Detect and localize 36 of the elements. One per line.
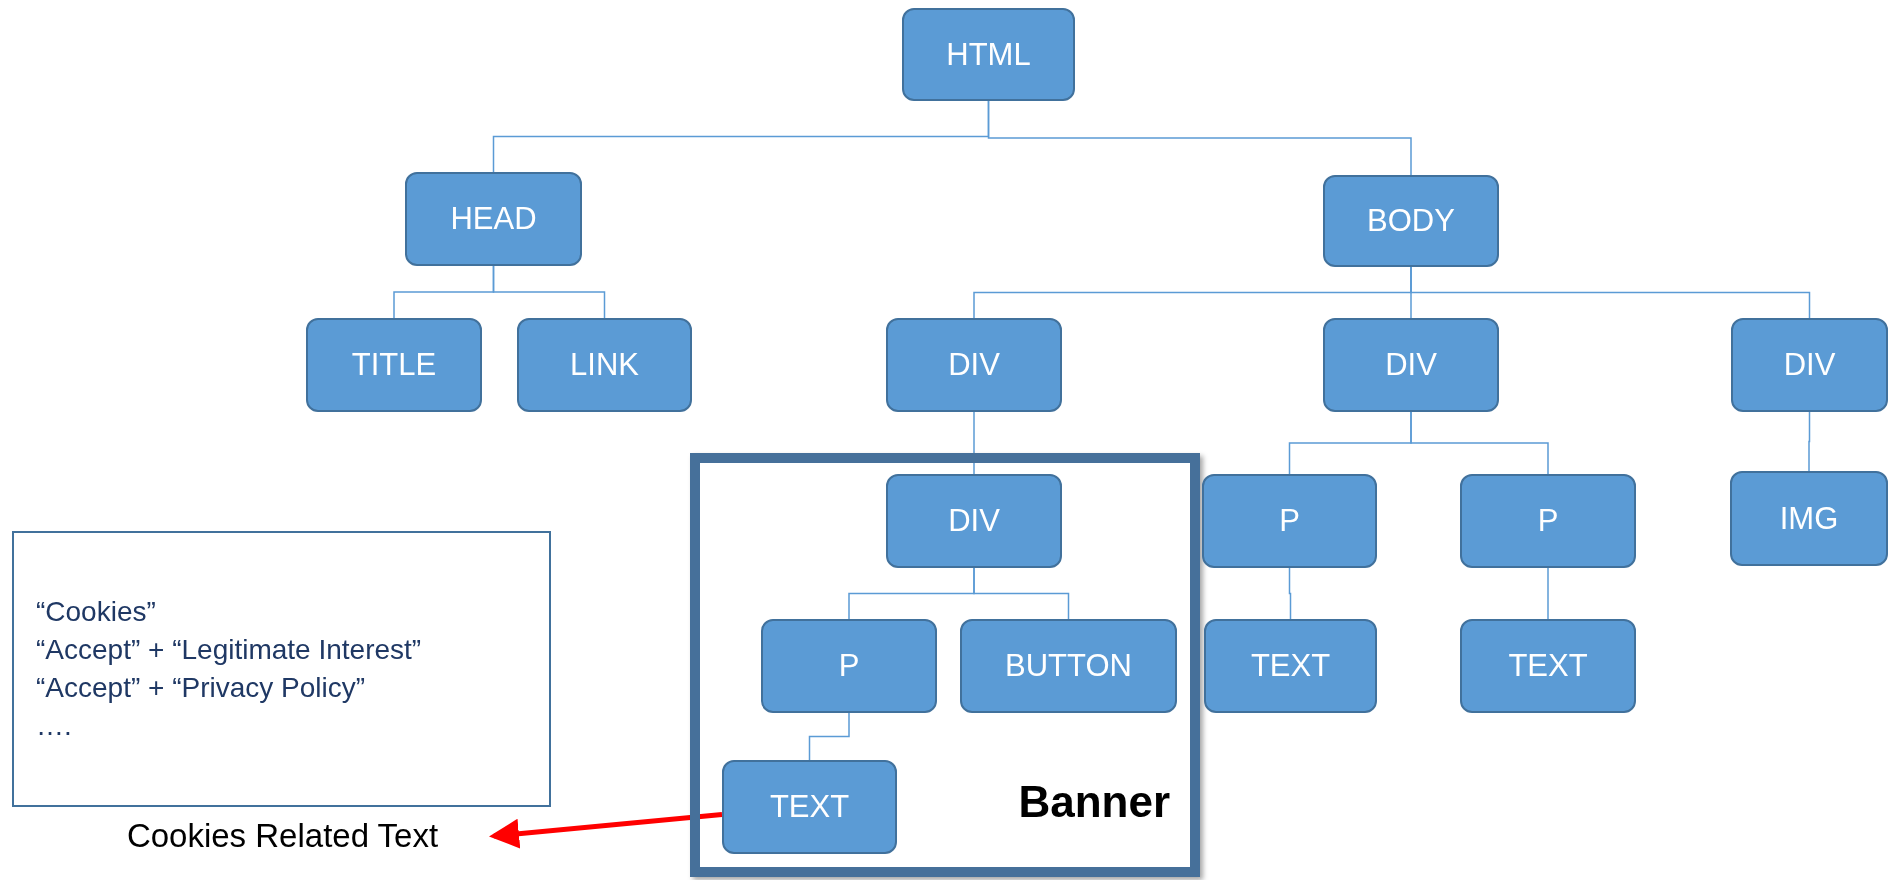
connector-line: [1288, 567, 1292, 620]
banner-frame: [690, 453, 1200, 877]
banner-label: Banner: [1018, 777, 1170, 827]
arrow: [489, 812, 723, 849]
element-box: LINK: [517, 318, 692, 412]
element-box: DIV: [886, 474, 1062, 568]
element-box: DIV: [1731, 318, 1888, 412]
connector-line: [973, 567, 1070, 620]
connector-line: [1410, 411, 1549, 475]
element-box: IMG: [1730, 471, 1888, 566]
element-box: P: [1202, 474, 1377, 568]
example-text: “Cookies”: [36, 595, 157, 629]
example-text: “Accept” + “Privacy Policy”: [36, 671, 367, 705]
element-box: TEXT: [1204, 619, 1377, 713]
element-box: BUTTON: [960, 619, 1177, 713]
annotation-text: Cookies Related Text: [75, 808, 490, 864]
element-box: DIV: [1323, 318, 1499, 412]
connector-line: [808, 712, 850, 761]
element-box: HTML: [902, 8, 1075, 101]
connector-line: [492, 265, 606, 319]
connector-line: [1410, 266, 1811, 319]
element-box: TITLE: [306, 318, 482, 412]
connector-line: [987, 100, 1412, 176]
connector-line: [1547, 567, 1549, 620]
element-box: BODY: [1323, 175, 1499, 267]
element-box: P: [761, 619, 937, 713]
element-box: TEXT: [1460, 619, 1636, 713]
element-box: DIV: [886, 318, 1062, 412]
text-examples-box: [12, 531, 551, 807]
example-text: ….: [36, 709, 73, 743]
connector-line: [1808, 411, 1811, 472]
element-box: P: [1460, 474, 1636, 568]
element-box: TEXT: [722, 760, 897, 854]
example-text: “Accept” + “Legitimate Interest”: [36, 633, 423, 667]
connector-line: [973, 411, 975, 475]
element-box: HEAD: [405, 172, 582, 266]
